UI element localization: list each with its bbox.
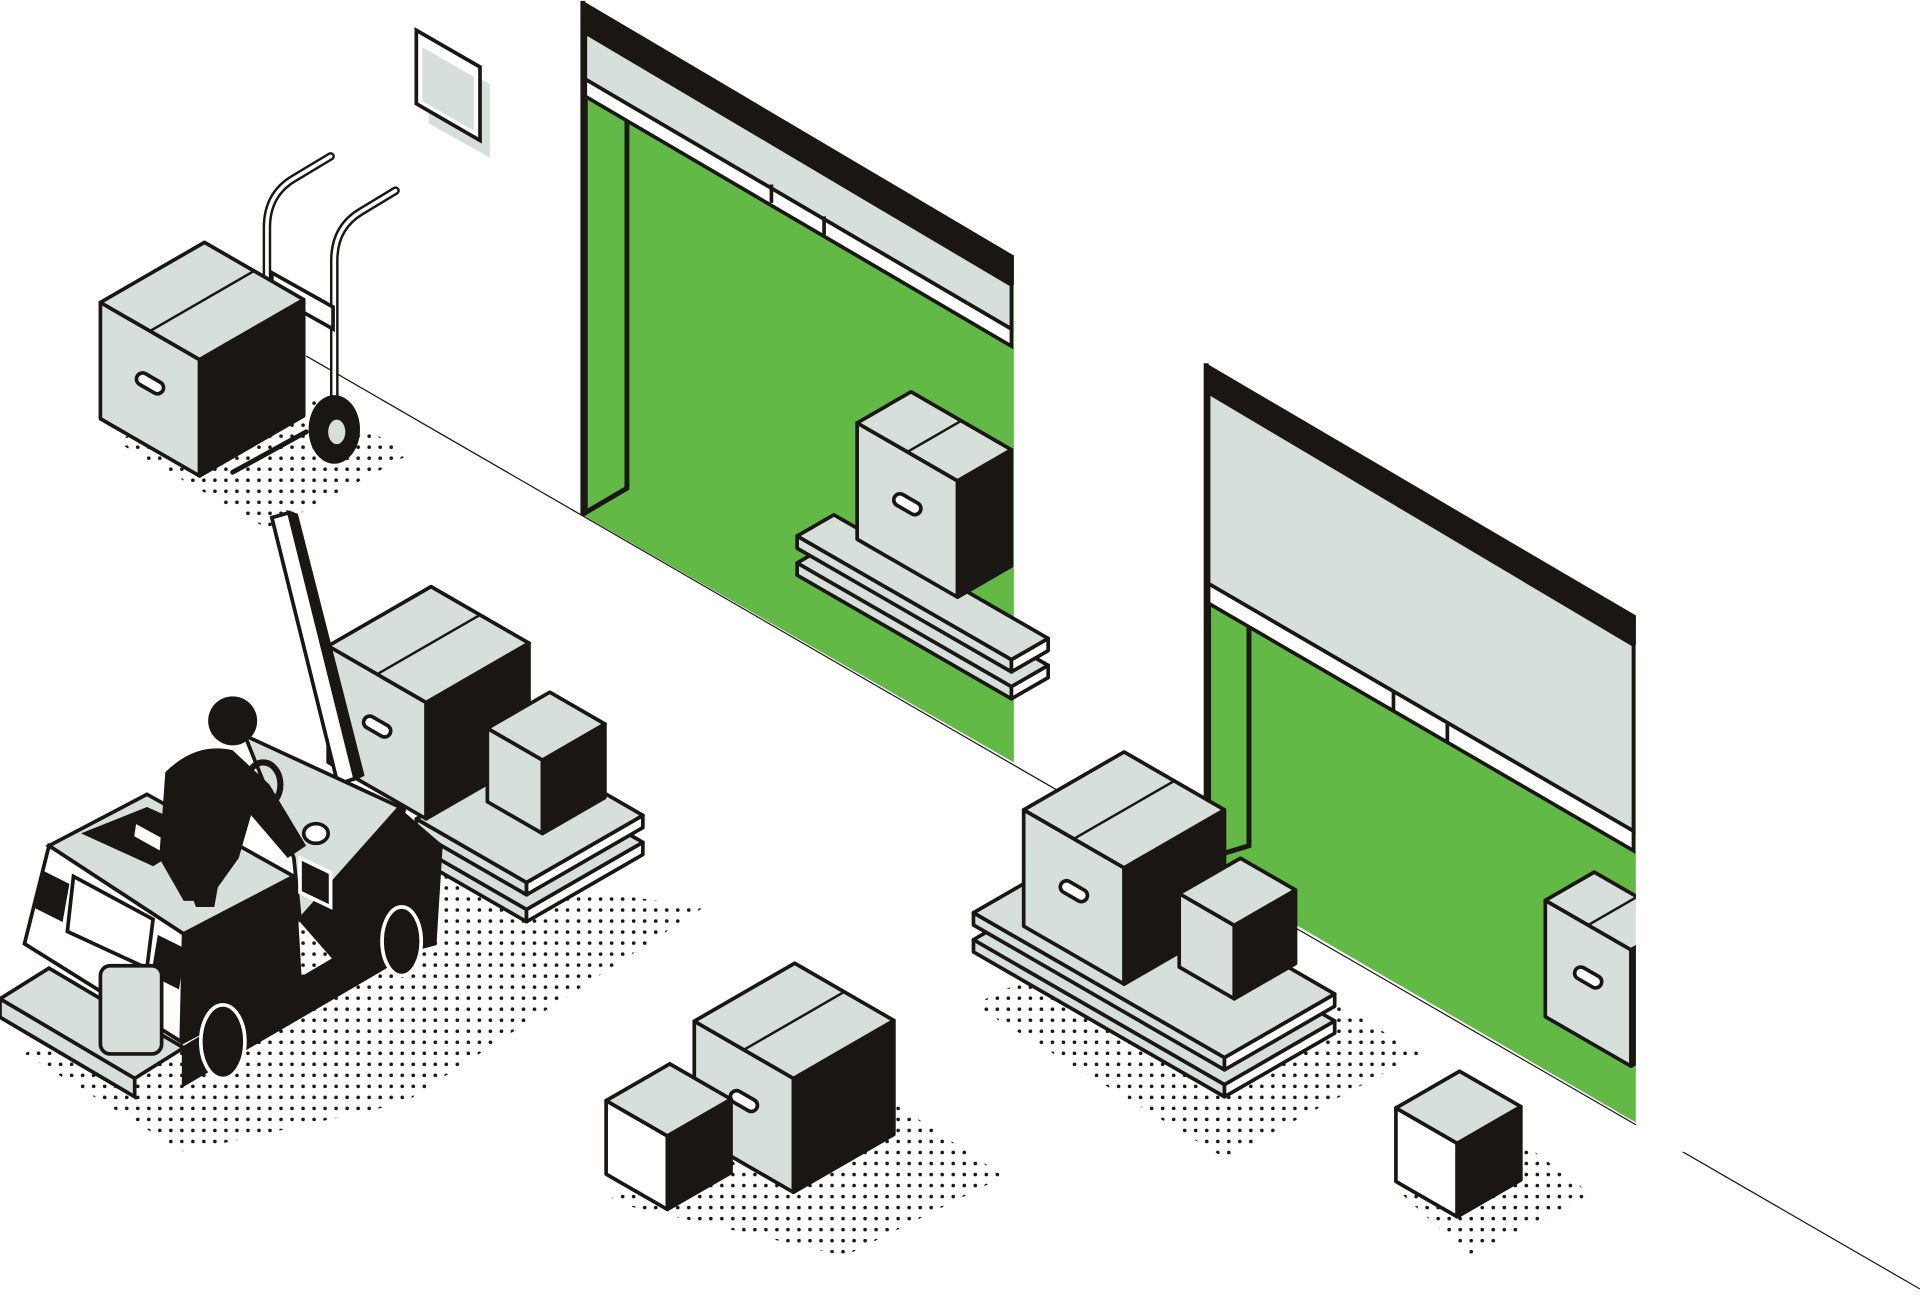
wall-window: [414, 27, 490, 158]
box-tape-line: [376, 613, 481, 676]
box-tape-line: [1587, 895, 1638, 927]
box-tape-line: [743, 990, 845, 1051]
cardboard-box: [1177, 856, 1298, 1001]
cardboard-box: [1394, 1069, 1523, 1219]
box-handle-hole: [1058, 878, 1090, 904]
boxes: [98, 240, 1682, 1219]
cardboard-box: [485, 690, 607, 836]
worker: [159, 696, 330, 907]
box-tape-line: [906, 419, 962, 453]
box-handle-hole: [728, 1088, 760, 1114]
cardboard-box: [855, 389, 1014, 600]
box-handle-hole: [134, 371, 166, 396]
cardboard-box: [692, 961, 896, 1195]
door-2-frame-edge: [1635, 833, 1685, 1152]
cardboard-box: [1021, 750, 1227, 986]
hand-truck-wheel: [308, 395, 360, 464]
box-top-face: [604, 1062, 733, 1138]
loading-door-2: [1203, 363, 1636, 1123]
box-top-face: [485, 690, 607, 762]
cardboard-box: [604, 1062, 733, 1212]
pallet-top: [795, 512, 1050, 662]
box-tape-line: [149, 269, 255, 333]
cardboard-box: [98, 240, 306, 478]
box-handle-hole: [891, 491, 923, 517]
pallet: [795, 512, 1050, 701]
box-tape-line: [1073, 779, 1175, 840]
box-top-face: [1177, 856, 1298, 928]
box-handle-hole: [1572, 965, 1604, 990]
box-handle-hole: [361, 714, 393, 739]
box-top-face: [1394, 1069, 1523, 1146]
